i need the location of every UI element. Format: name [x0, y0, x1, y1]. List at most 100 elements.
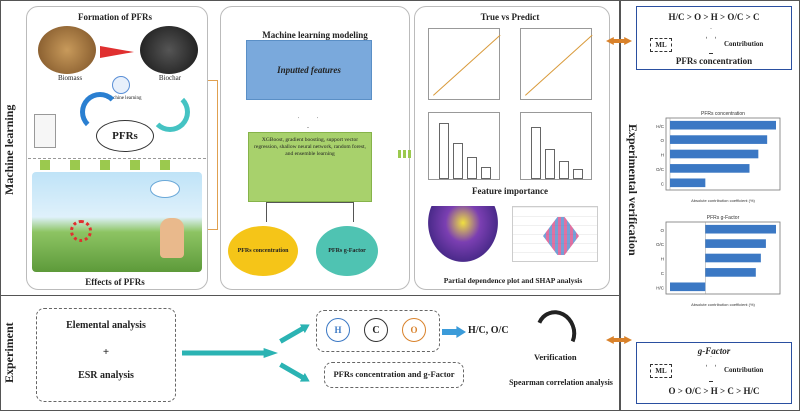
bracket-1 [208, 80, 218, 230]
green-arrows [40, 160, 190, 170]
shap-dots [543, 217, 579, 255]
teal-arrow [182, 348, 278, 358]
plot-area [665, 221, 781, 295]
elemental-label: Elemental analysis [66, 320, 146, 331]
spearman-label: Spearman correlation analysis [509, 378, 613, 387]
cycle-arrow-left [80, 92, 120, 132]
pdp-surface [428, 206, 498, 262]
plus-label: + [102, 346, 110, 358]
recycle-icon [70, 220, 92, 242]
output-gfactor: PFRs g-Factor [316, 226, 378, 276]
bar [573, 169, 583, 179]
models-box: XGBoost, gradient boosting, support vect… [248, 132, 372, 202]
pfrs-ellipse: PFRs [96, 120, 154, 152]
right-bottom-order: O > O/C > H > C > H/C [668, 386, 760, 396]
ml-title: Machine learning modeling [262, 30, 368, 40]
x-axis-label: Absolute contribution coefficient (%) [691, 198, 755, 203]
features-box: Inputted features [246, 40, 372, 100]
right-top-order: H/C > O > H > O/C > C [668, 12, 760, 22]
blue-arrow [442, 326, 466, 338]
label-machine-learning: Machine learning [2, 104, 16, 196]
bar [481, 167, 491, 179]
tick-label: H/C [656, 124, 665, 129]
true-vs-predict-title: True vs Predict [480, 12, 540, 22]
label-experimental-verification: Experimental verification [626, 124, 640, 256]
shap-plot [512, 206, 598, 262]
cycle-arrow-right [150, 92, 190, 132]
pfrs-label: PFRs concentration and g-Factor [333, 369, 455, 379]
person-icon [160, 218, 184, 258]
right-top-ml: ML [650, 38, 672, 52]
fit-line [525, 34, 593, 96]
bar-h-c [670, 282, 706, 292]
right-bottom-box [636, 342, 792, 404]
sun-icon [150, 180, 180, 198]
bar-h [670, 149, 759, 159]
bar [559, 161, 569, 179]
chart-title: PFRs concentration [701, 111, 745, 117]
x-axis-label: Absolute contribution coefficient (%) [691, 302, 755, 307]
right-top-box [636, 6, 792, 70]
carbon-icon: C [364, 318, 388, 342]
true-predict-plot-2 [520, 28, 593, 100]
bar [467, 157, 477, 179]
bar [545, 149, 555, 179]
bar-o [670, 135, 768, 144]
bar [453, 143, 463, 179]
formation-title: Formation of PFRs [78, 12, 152, 22]
chart-title: PFRs g-Factor [707, 215, 740, 221]
tick-label: O [660, 138, 664, 143]
bar-o [705, 224, 776, 234]
tick-label: C [661, 271, 665, 276]
tick-label: C [661, 181, 665, 186]
right-top-contribution: Contribution [724, 40, 764, 48]
label-experiment: Experiment [2, 322, 16, 383]
output-concentration: PFRs concentration [228, 226, 298, 276]
sep-line [28, 158, 206, 159]
bar [531, 127, 541, 179]
true-predict-plot-1 [428, 28, 501, 100]
tick-label: O/C [656, 167, 665, 172]
bar-h [705, 253, 761, 263]
bar-o-c [705, 239, 766, 248]
tick-label: H [661, 257, 664, 262]
double-arrow-bottom [606, 336, 632, 344]
fit-line [433, 34, 501, 96]
tick-label: H/C [656, 285, 665, 290]
right-top-title: PFRs concentration [675, 56, 753, 66]
importance-plot-2 [520, 112, 592, 180]
esr-label: ESR analysis [78, 370, 134, 381]
right-bottom-ml: ML [650, 364, 672, 378]
double-arrow-top [606, 37, 632, 45]
pfrs-box [324, 362, 464, 388]
verification-label: Verification [534, 352, 577, 362]
biomass-label: Biomass [57, 74, 83, 82]
ml-icon-label: Machine learning [106, 96, 142, 101]
pdp-shap-title: Partial dependence plot and SHAP analysi… [443, 276, 583, 285]
pyrolysis-arrow [100, 46, 134, 58]
bar-c [670, 178, 706, 188]
bar-h-c [670, 120, 776, 130]
bar-o-c [670, 164, 750, 173]
structure-card [34, 114, 56, 148]
effects-title: Effects of PFRs [85, 277, 145, 287]
bar-c [705, 268, 756, 277]
arrow-to-results [398, 150, 412, 158]
biomass-image [38, 26, 96, 74]
ml-icon [112, 76, 130, 94]
split-line [266, 202, 354, 222]
bar [439, 123, 449, 179]
right-bottom-contribution: Contribution [724, 366, 764, 374]
hydrogen-icon: H [326, 318, 350, 342]
ratios-label: H/C, O/C [468, 325, 509, 336]
analysis-box [36, 308, 176, 402]
importance-plot-1 [428, 112, 500, 180]
oxygen-icon: O [402, 318, 426, 342]
tick-label: H [661, 153, 664, 158]
feature-importance-title: Feature importance [471, 186, 549, 196]
biochar-image [140, 26, 198, 74]
ml-section-frame [0, 0, 620, 296]
tick-label: O/C [656, 242, 665, 247]
